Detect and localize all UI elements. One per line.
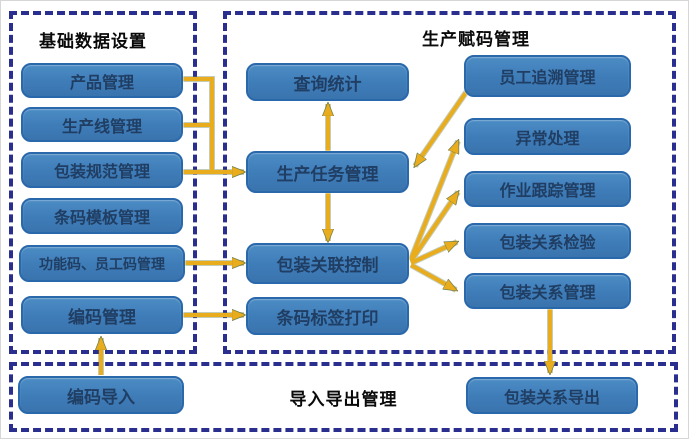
node-code-mgmt: 编码管理 bbox=[21, 296, 183, 334]
node-barcode-label-print: 条码标签打印 bbox=[246, 297, 409, 335]
node-barcode-template-mgmt: 条码模板管理 bbox=[21, 198, 183, 234]
arrow-link-control-to-relation-mgmt bbox=[410, 263, 456, 292]
arrow-employee-trace-to-task-mgmt bbox=[415, 89, 469, 166]
panel-import-export-title: 导入导出管理 bbox=[289, 390, 398, 410]
panel-production-title: 生产赋码管理 bbox=[422, 30, 530, 50]
node-function-employee-code-mgmt: 功能码、员工码管理 bbox=[19, 245, 185, 282]
node-production-line-mgmt: 生产线管理 bbox=[21, 107, 183, 142]
panel-production-coding bbox=[223, 11, 676, 354]
node-query-statistics: 查询统计 bbox=[246, 63, 409, 101]
node-packaging-relation-mgmt: 包装关系管理 bbox=[464, 273, 631, 309]
node-employee-trace-mgmt: 员工追溯管理 bbox=[464, 55, 631, 97]
arrow-product-elbow bbox=[183, 77, 214, 172]
node-exception-handling: 异常处理 bbox=[464, 118, 631, 155]
arrow-link-control-to-relation-check bbox=[410, 240, 457, 265]
node-packaging-relation-check: 包装关系检验 bbox=[464, 223, 631, 259]
arrow-link-control-to-job-tracking bbox=[409, 192, 458, 263]
panel-basic-title: 基础数据设置 bbox=[39, 32, 147, 52]
node-job-tracking-mgmt: 作业跟踪管理 bbox=[464, 171, 631, 207]
panel-import-export bbox=[9, 362, 678, 432]
arrow-link-control-to-exception bbox=[409, 141, 460, 260]
node-product-mgmt: 产品管理 bbox=[21, 63, 183, 98]
node-packaging-relation-export: 包装关系导出 bbox=[466, 377, 638, 414]
arrow-main-layer bbox=[101, 77, 550, 375]
node-production-task-mgmt: 生产任务管理 bbox=[246, 151, 409, 193]
node-packaging-spec-mgmt: 包装规范管理 bbox=[21, 152, 183, 188]
node-packaging-link-control: 包装关联控制 bbox=[246, 243, 409, 284]
node-code-import: 编码导入 bbox=[18, 376, 184, 414]
